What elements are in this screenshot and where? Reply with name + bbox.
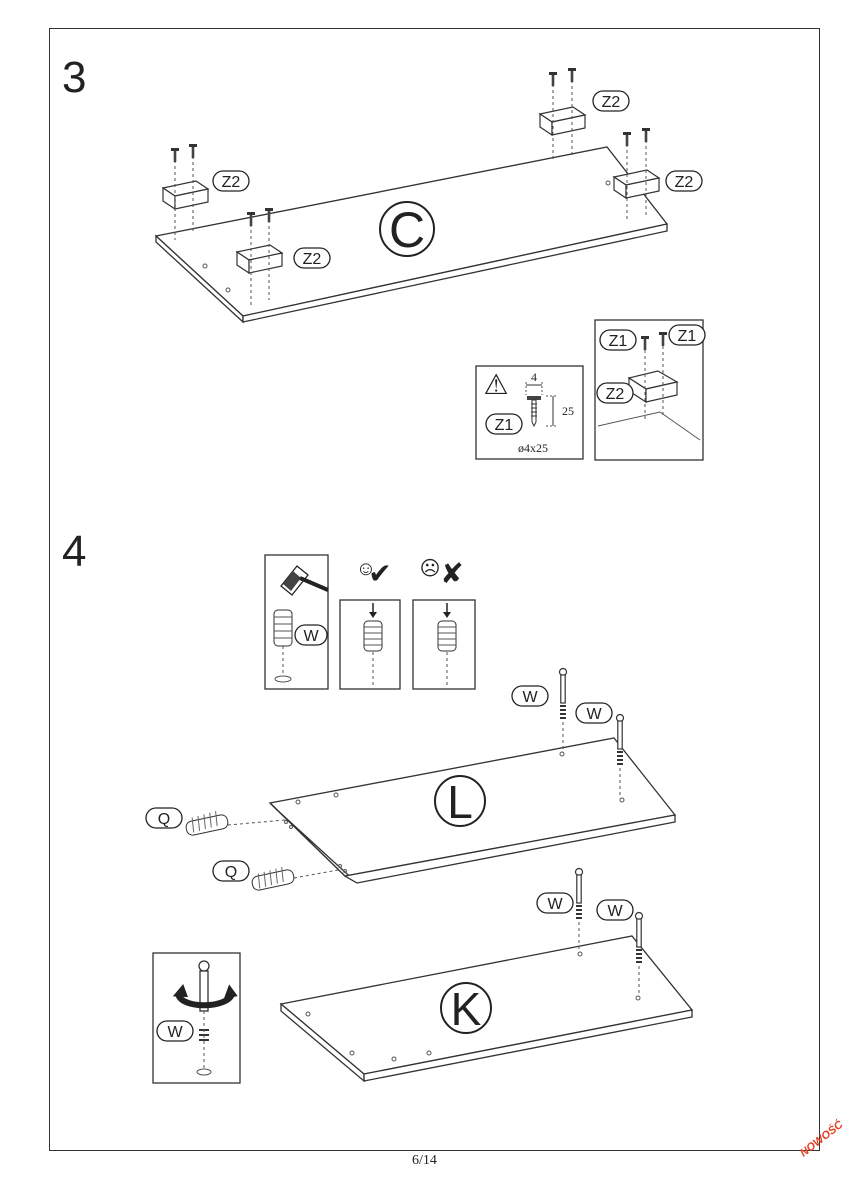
dowel-q-upper: Q [145, 807, 286, 836]
cross-icon: ✘ [440, 558, 463, 589]
q-label: Q [225, 864, 237, 881]
cam-nut-icon [363, 620, 383, 652]
cam-bolt-l-2: W [575, 702, 625, 798]
z2-callout-1: Z2 [212, 170, 250, 192]
z1-label: Z1 [678, 328, 697, 345]
block-z2-back-left [538, 68, 587, 160]
z2-callout-4: Z2 [665, 170, 703, 192]
panel-k-letter: K [451, 983, 482, 1035]
sad-face-icon: ☹ [420, 558, 441, 580]
w-label: W [586, 706, 602, 723]
cam-bolt-k-2: W [596, 899, 644, 996]
screw-head-width: 4 [531, 370, 537, 384]
z1-z2-detail-box: Z1 Z1 Z2 [594, 319, 706, 461]
screw-spec-box: ⚠ 4 25 Z1 ø4x25 [475, 365, 584, 460]
panel-l-letter: L [447, 776, 473, 828]
dowel-q-lower: Q [212, 860, 339, 891]
rotate-detail-box: W [152, 952, 241, 1084]
z2-label: Z2 [602, 94, 621, 111]
panel-c-label: C [379, 201, 435, 258]
z2-callout-2: Z2 [293, 247, 331, 269]
z2-callout-3: Z2 [592, 90, 630, 112]
block-z2-front-middle [235, 208, 284, 306]
z1-label: Z1 [495, 417, 514, 434]
w-label: W [522, 689, 538, 706]
wrong-hint-box: ☹ ✘ [412, 558, 476, 690]
block-z2-front-left [161, 144, 210, 240]
screw-icon [527, 396, 541, 428]
cam-nut-icon [437, 620, 457, 652]
z2-label: Z2 [606, 386, 625, 403]
screw-length: 25 [562, 404, 574, 418]
w-label: W [607, 903, 623, 920]
happy-face-icon: ☺ [356, 558, 376, 580]
page-number: 6/14 [412, 1153, 437, 1168]
w-label: W [167, 1024, 183, 1041]
panel-l-label: L [434, 775, 486, 828]
correct-hint-box: ☺ ✔ [339, 558, 401, 690]
z2-label: Z2 [303, 251, 322, 268]
cam-bolt-l-1: W [511, 667, 568, 752]
z1-label: Z1 [609, 333, 628, 350]
block-z2-back-right [612, 128, 661, 222]
w-label: W [547, 896, 563, 913]
panel-k-label: K [440, 982, 492, 1035]
hammer-hint-box: W [264, 554, 329, 690]
screw-size: ø4x25 [518, 441, 548, 455]
rotate-arrow-icon [172, 984, 238, 1009]
panel-c-letter: C [389, 202, 425, 258]
z2-label: Z2 [675, 174, 694, 191]
q-label: Q [158, 811, 170, 828]
z2-label: Z2 [222, 174, 241, 191]
cam-bolt-icon [196, 960, 212, 1076]
cam-bolt-k-1: W [536, 867, 584, 952]
page-frame [49, 28, 820, 1151]
check-icon: ✔ [368, 558, 391, 589]
hammer-icon [280, 565, 329, 596]
step-3-number: 3 [62, 53, 87, 102]
cam-nut-icon [273, 609, 293, 647]
step-4-number: 4 [62, 527, 87, 576]
warning-icon: ⚠ [483, 369, 508, 400]
w-label: W [303, 628, 319, 645]
